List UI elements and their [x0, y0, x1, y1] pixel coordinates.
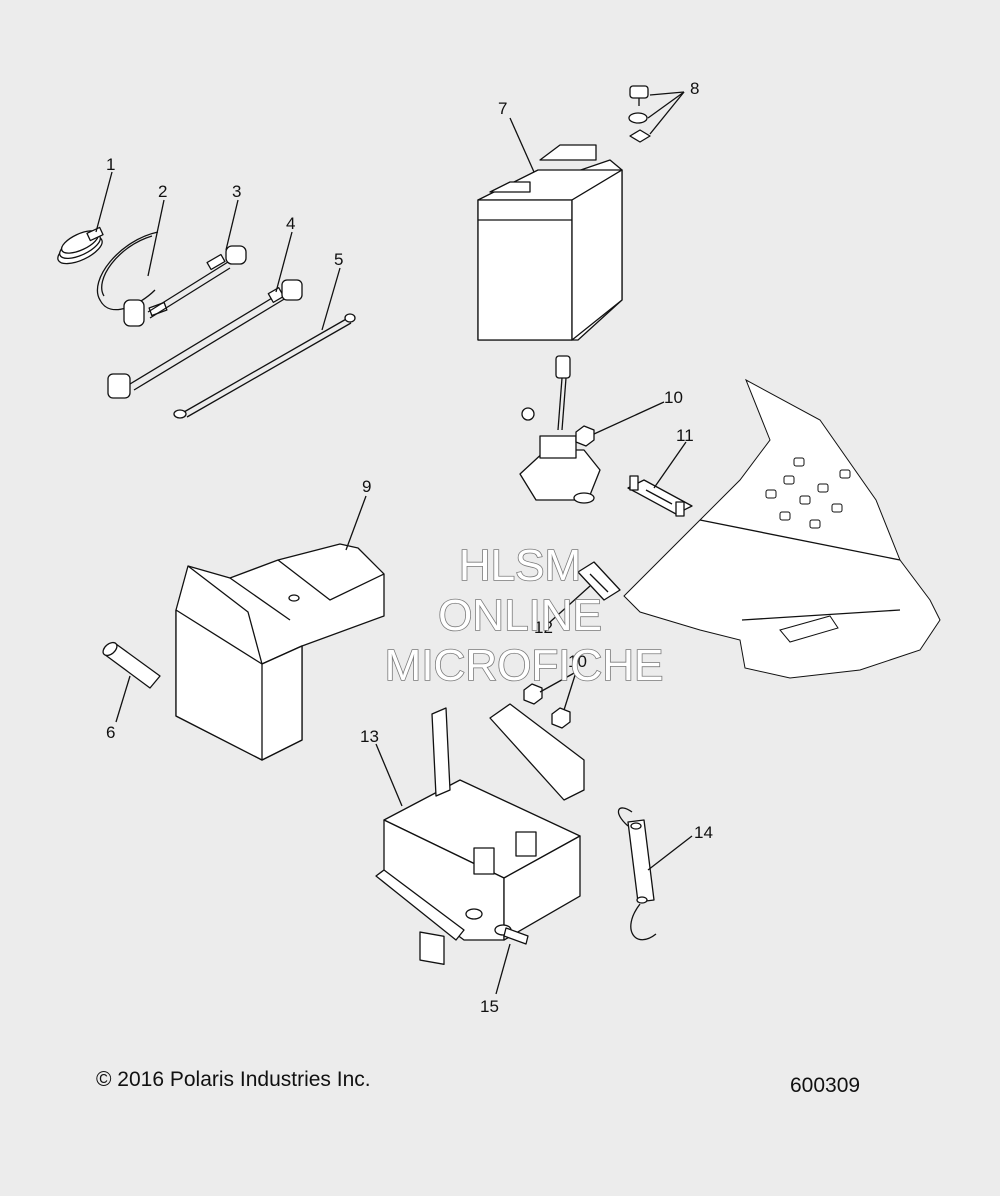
part-2-cable-loop [96, 231, 168, 327]
watermark-line3: MICROFICHE [385, 641, 664, 690]
leader-15 [495, 943, 511, 995]
part-9-battery-cover [175, 543, 385, 761]
leader-3 [225, 199, 239, 251]
callout-10a: 10 [664, 388, 683, 407]
callout-8: 8 [690, 79, 699, 98]
part-5-ground-cable [173, 313, 356, 419]
leader-10b-2 [563, 671, 577, 711]
leader-7 [509, 117, 535, 173]
part-6-tube [102, 641, 161, 689]
callout-4: 4 [286, 214, 295, 233]
leader-8a [649, 91, 685, 96]
leader-8c [649, 91, 685, 135]
wiring-bracket [519, 355, 601, 504]
callout-12: 12 [534, 618, 553, 637]
leader-5 [321, 267, 341, 331]
part-10-nut-upper [575, 425, 595, 447]
part-1-strap-coil [57, 226, 104, 265]
callout-7: 7 [498, 99, 507, 118]
part-8-hardware [628, 85, 651, 143]
leader-8b [647, 91, 685, 119]
leader-10a [593, 401, 665, 435]
watermark: HLSM ONLINE MICROFICHE [384, 540, 664, 691]
vehicle-frame [623, 378, 941, 679]
part-3-cable [147, 245, 247, 319]
callout-6: 6 [106, 723, 115, 742]
watermark-line1: HLSM [459, 541, 581, 590]
watermark-line2: ONLINE [438, 591, 602, 640]
callout-5: 5 [334, 250, 343, 269]
part-10-nuts-lower [523, 683, 571, 729]
callout-15: 15 [480, 997, 499, 1016]
part-7-battery [477, 144, 623, 341]
part-13-battery-tray [375, 703, 585, 965]
leader-13 [375, 743, 403, 807]
leader-6 [115, 675, 131, 723]
callout-2: 2 [158, 182, 167, 201]
callout-1: 1 [106, 155, 115, 174]
callout-14: 14 [694, 823, 713, 842]
leader-12 [549, 585, 591, 623]
leader-14 [647, 835, 693, 871]
part-11-bracket [627, 475, 693, 517]
leader-2 [147, 199, 165, 277]
callout-13: 13 [360, 727, 379, 746]
copyright-text: © 2016 Polaris Industries Inc. [96, 1068, 371, 1091]
callout-10b: 10 [568, 652, 587, 671]
callout-3: 3 [232, 182, 241, 201]
part-15-bolt [494, 924, 529, 945]
callout-9: 9 [362, 477, 371, 496]
leader-1 [95, 171, 113, 233]
leader-10b-1 [539, 671, 577, 693]
part-4-battery-cable [107, 279, 303, 399]
part-14-strap [617, 807, 657, 941]
leader-11 [653, 441, 687, 489]
leader-4 [275, 231, 293, 293]
part-12-strap-bracket [577, 561, 621, 601]
callout-11: 11 [676, 426, 694, 445]
diagram-number: 600309 [790, 1074, 860, 1097]
leader-9 [345, 495, 367, 551]
